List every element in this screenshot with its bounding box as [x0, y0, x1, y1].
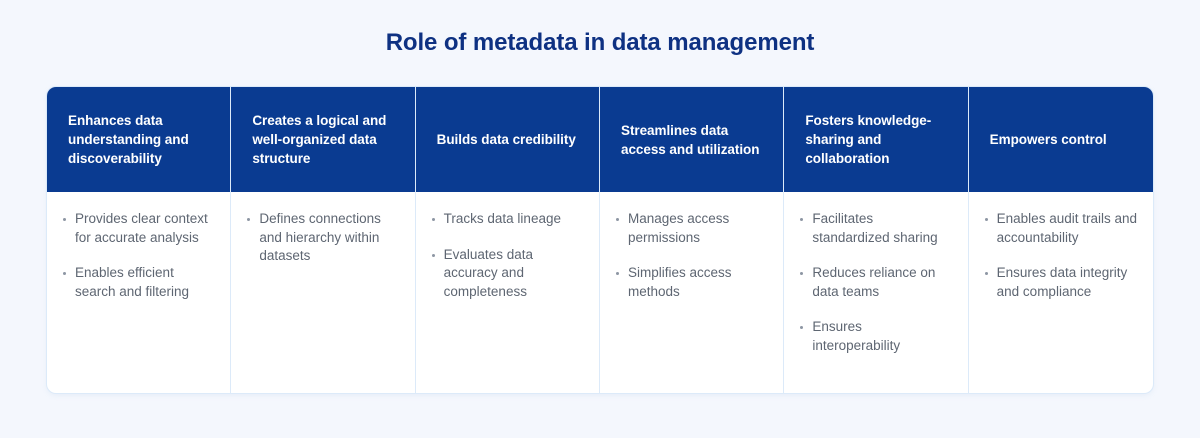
- column-header-2: Creates a logical and well-organized dat…: [231, 87, 415, 192]
- points-list-1: Provides clear context for accurate anal…: [61, 210, 214, 301]
- list-item: Evaluates data accuracy and completeness: [430, 246, 583, 302]
- points-list-6: Enables audit trails and accountability …: [983, 210, 1137, 301]
- list-item: Manages access permissions: [614, 210, 767, 247]
- table-column-6: Empowers control Enables audit trails an…: [968, 87, 1153, 393]
- column-body-3: Tracks data lineage Evaluates data accur…: [416, 192, 599, 393]
- column-body-4: Manages access permissions Simplifies ac…: [600, 192, 783, 393]
- table-column-5: Fosters knowledge-sharing and collaborat…: [784, 87, 969, 393]
- column-header-label: Streamlines data access and utilization: [620, 122, 760, 157]
- column-header-5: Fosters knowledge-sharing and collaborat…: [784, 87, 968, 192]
- column-header-label: Builds data credibility: [436, 132, 576, 147]
- list-item: Tracks data lineage: [430, 210, 583, 229]
- list-item: Enables efficient search and filtering: [61, 264, 214, 301]
- column-header-label: Creates a logical and well-organized dat…: [252, 113, 387, 166]
- column-header-6: Empowers control: [968, 87, 1153, 192]
- column-body-2: Defines connections and hierarchy within…: [231, 192, 414, 393]
- list-item: Facilitates standardized sharing: [798, 210, 951, 247]
- column-header-label: Empowers control: [989, 132, 1107, 147]
- column-body-1: Provides clear context for accurate anal…: [47, 192, 230, 393]
- list-item: Defines connections and hierarchy within…: [245, 210, 398, 266]
- table-column-1: Enhances data understanding and discover…: [47, 87, 232, 393]
- list-item: Simplifies access methods: [614, 264, 767, 301]
- page-title: Role of metadata in data management: [385, 29, 815, 56]
- list-item: Ensures interoperability: [798, 318, 951, 355]
- list-item: Enables audit trails and accountability: [983, 210, 1137, 247]
- table-column-3: Builds data credibility Tracks data line…: [415, 87, 600, 393]
- table-column-4: Streamlines data access and utilization …: [599, 87, 785, 393]
- list-item: Reduces reliance on data teams: [798, 264, 951, 301]
- column-header-label: Fosters knowledge-sharing and collaborat…: [805, 113, 932, 166]
- points-list-5: Facilitates standardized sharing Reduces…: [798, 210, 951, 355]
- table-grid: Enhances data understanding and discover…: [47, 87, 1153, 393]
- table-column-2: Creates a logical and well-organized dat…: [231, 87, 416, 393]
- points-list-2: Defines connections and hierarchy within…: [245, 210, 398, 266]
- metadata-roles-table: Enhances data understanding and discover…: [47, 87, 1153, 393]
- points-list-4: Manages access permissions Simplifies ac…: [614, 210, 767, 301]
- list-item: Provides clear context for accurate anal…: [61, 210, 214, 247]
- column-body-5: Facilitates standardized sharing Reduces…: [784, 192, 967, 393]
- points-list-3: Tracks data lineage Evaluates data accur…: [430, 210, 583, 301]
- column-header-4: Streamlines data access and utilization: [599, 87, 784, 192]
- column-body-6: Enables audit trails and accountability …: [969, 192, 1153, 393]
- list-item: Ensures data integrity and compliance: [983, 264, 1137, 301]
- column-header-1: Enhances data understanding and discover…: [47, 87, 231, 192]
- column-header-label: Enhances data understanding and discover…: [68, 113, 189, 166]
- column-header-3: Builds data credibility: [415, 87, 599, 192]
